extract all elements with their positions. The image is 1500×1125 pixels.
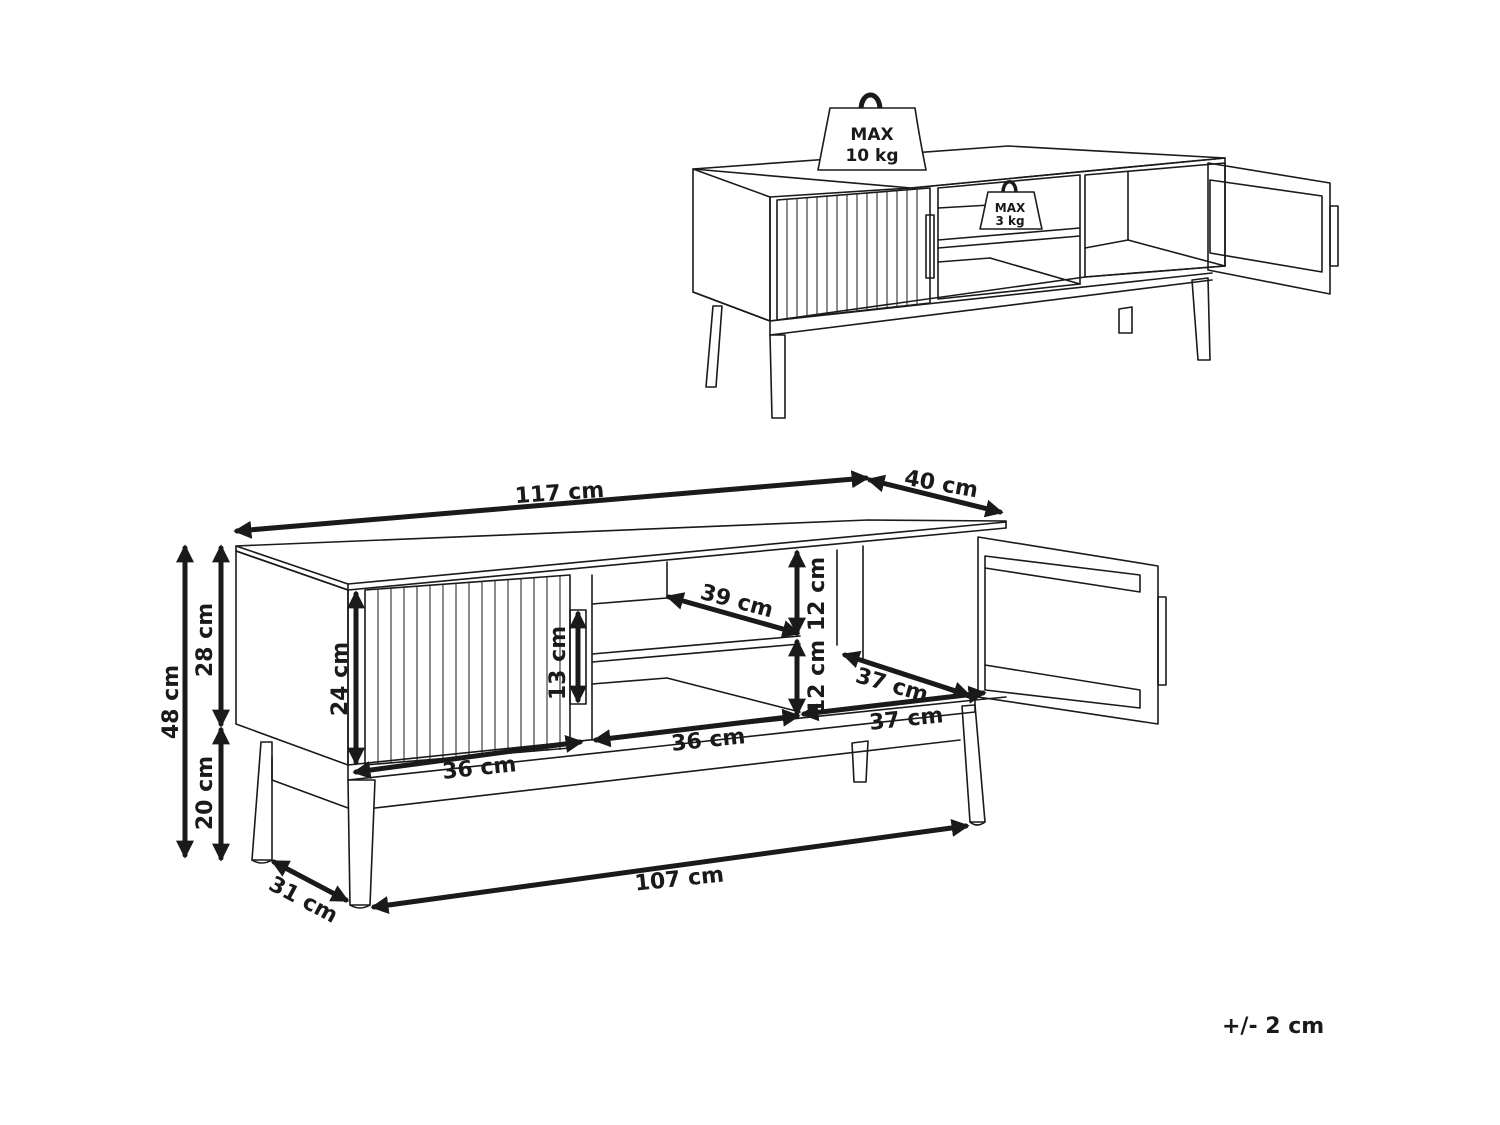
weight-10kg-icon: MAX 10 kg xyxy=(817,92,927,171)
dim-cabinet-width-label: 37 cm xyxy=(868,703,944,736)
weight-3kg-line2: 3 kg xyxy=(995,214,1024,228)
weight-10kg-line2: 10 kg xyxy=(845,146,898,166)
weight-3kg-icon: MAX 3 kg xyxy=(979,180,1043,230)
dim-lower-clearance-label: 12 cm xyxy=(805,640,830,714)
tolerance-note: +/- 2 cm xyxy=(1222,1014,1325,1039)
weight-10kg-line1: MAX xyxy=(850,125,893,145)
perspective-view: MAX 10 kg MAX 3 kg xyxy=(692,92,1339,419)
dim-leg-depth-label: 31 cm xyxy=(264,872,341,929)
dim-length-label: 117 cm xyxy=(514,478,605,509)
dim-body-height-label: 28 cm xyxy=(193,603,218,677)
dim-handle-height-label: 13 cm xyxy=(546,626,571,700)
weight-3kg-line1: MAX xyxy=(995,201,1026,215)
dim-total-height-label: 48 cm xyxy=(159,665,184,739)
dim-upper-clearance-label: 12 cm xyxy=(805,557,830,631)
slats-top xyxy=(786,189,918,318)
dimension-view: 117 cm 40 cm 48 cm 28 cm 20 cm 24 cm 13 … xyxy=(159,466,1167,929)
slats-front xyxy=(377,576,561,764)
dim-door-height-label: 24 cm xyxy=(328,642,353,716)
dim-leg-height-label: 20 cm xyxy=(193,756,218,830)
